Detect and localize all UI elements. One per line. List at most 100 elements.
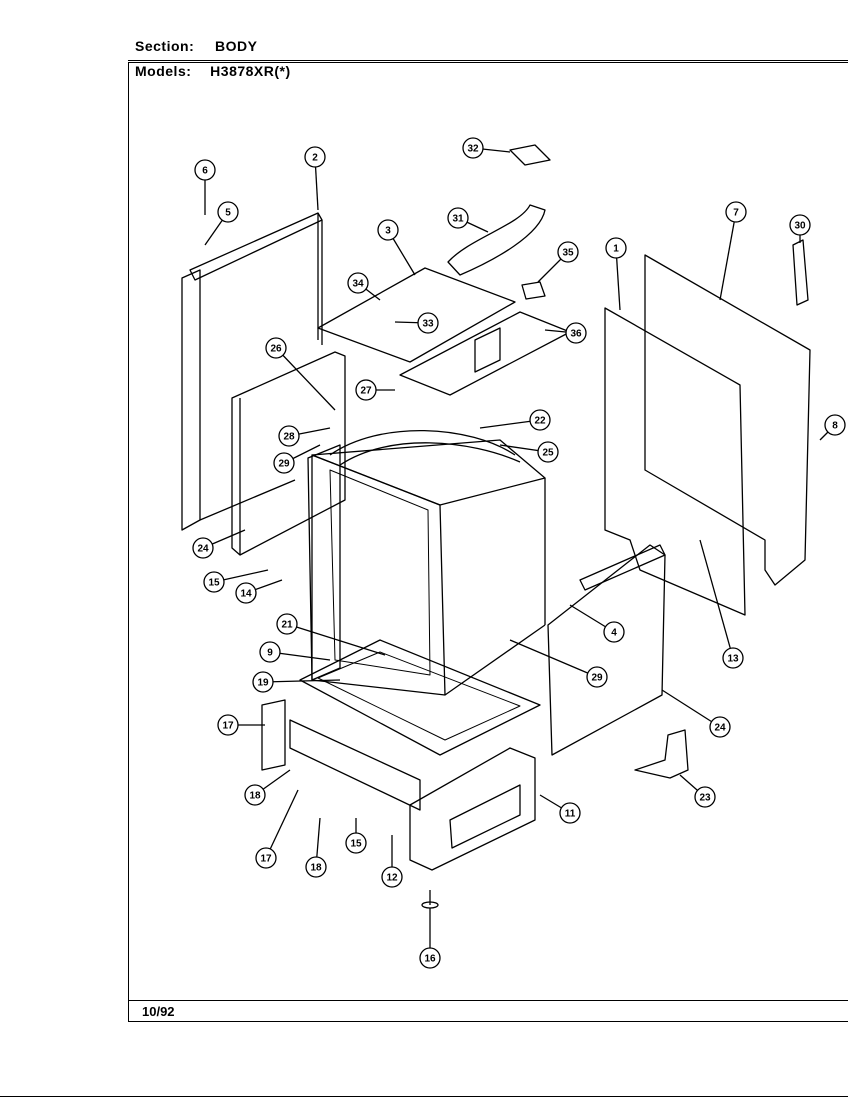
callout-circle — [565, 322, 587, 344]
callout-17-2: 17 — [255, 789, 299, 869]
callout-circle — [217, 201, 239, 223]
callout-label: 24 — [197, 544, 209, 555]
leader-line — [699, 539, 734, 659]
callout-1: 1 — [605, 237, 627, 311]
callout-label: 32 — [467, 144, 479, 155]
diagram-frame — [128, 62, 848, 1022]
callout-circle — [537, 441, 559, 463]
callout-label: 24 — [714, 723, 726, 734]
part-bottom-pan — [299, 639, 541, 756]
callout-9: 9 — [259, 641, 331, 663]
callout-label: 16 — [424, 954, 436, 965]
callout-circle — [694, 786, 716, 808]
callout-circle — [417, 312, 439, 334]
callout-label: 8 — [832, 421, 838, 432]
callout-3: 3 — [377, 219, 416, 276]
callout-circle — [347, 272, 369, 294]
callout-circle — [603, 621, 625, 643]
callout-label: 19 — [257, 678, 269, 689]
callout-31: 31 — [447, 207, 489, 233]
callout-circle — [559, 802, 581, 824]
callout-label: 23 — [699, 793, 711, 804]
callout-label: 7 — [733, 208, 739, 219]
callout-label: 18 — [310, 863, 322, 874]
callout-label: 22 — [534, 416, 546, 427]
callout-label: 18 — [249, 791, 261, 802]
callout-label: 17 — [260, 854, 272, 865]
callout-26: 26 — [265, 337, 336, 411]
callout-label: 9 — [267, 648, 273, 659]
callout-circle — [586, 666, 608, 688]
callout-circle — [273, 452, 295, 474]
callout-23: 23 — [679, 774, 716, 808]
callout-11: 11 — [539, 794, 581, 824]
callout-label: 29 — [591, 673, 603, 684]
section-label: Section: — [135, 38, 195, 54]
callout-circle — [265, 337, 287, 359]
callout-21: 21 — [276, 613, 386, 656]
leader-line — [275, 347, 336, 411]
callout-24: 24 — [661, 689, 731, 738]
callout-circle — [345, 832, 367, 854]
callout-label: 21 — [281, 620, 293, 631]
callout-32: 32 — [462, 137, 511, 159]
callout-24-2: 24 — [192, 529, 246, 559]
callout-label: 5 — [225, 208, 231, 219]
callout-12: 12 — [381, 835, 403, 888]
callout-label: 2 — [312, 153, 318, 164]
callout-circle — [278, 425, 300, 447]
callout-circle — [194, 159, 216, 181]
footer-date: 10/92 — [142, 1004, 175, 1019]
models-label: Models: — [135, 63, 192, 79]
part-rear-panels — [604, 254, 811, 616]
callout-circle — [244, 784, 266, 806]
part-oven-cavity — [307, 429, 546, 696]
callout-28: 28 — [278, 425, 331, 447]
footer-rule — [128, 1000, 848, 1001]
part-23 — [634, 729, 689, 779]
callout-label: 35 — [562, 248, 574, 259]
part-duct — [447, 144, 551, 300]
callout-35: 35 — [537, 241, 579, 283]
callout-label: 33 — [422, 319, 434, 330]
callout-circle — [419, 947, 441, 969]
callout-label: 27 — [360, 386, 372, 397]
callout-circle — [255, 847, 277, 869]
callout-circle — [725, 201, 747, 223]
section-value: BODY — [215, 38, 258, 54]
callout-label: 1 — [613, 244, 619, 255]
callout-19: 19 — [252, 671, 341, 693]
callout-label: 12 — [386, 873, 398, 884]
leader-line — [719, 211, 737, 301]
callout-circle — [462, 137, 484, 159]
callout-circle — [605, 237, 627, 259]
callout-label: 15 — [208, 578, 220, 589]
leader-line — [661, 689, 721, 728]
callout-16: 16 — [419, 908, 441, 969]
callout-circle — [557, 241, 579, 263]
callout-circle — [789, 214, 811, 236]
callout-15: 15 — [203, 569, 269, 593]
callout-27: 27 — [355, 379, 395, 401]
callout-17: 17 — [217, 714, 265, 736]
callout-label: 11 — [565, 809, 576, 820]
callout-label: 13 — [727, 654, 739, 665]
callout-circle — [824, 414, 846, 436]
callout-4: 4 — [569, 604, 625, 643]
callout-14: 14 — [235, 579, 283, 604]
callout-circle — [305, 856, 327, 878]
part-side-trim — [181, 212, 323, 531]
leader-line — [265, 789, 299, 859]
callout-label: 14 — [240, 589, 252, 600]
callout-label: 25 — [542, 448, 554, 459]
callout-circle — [304, 146, 326, 168]
callout-label: 29 — [278, 459, 290, 470]
leader-line — [509, 639, 598, 678]
models-value: H3878XR(*) — [210, 63, 291, 79]
callout-18-2: 18 — [305, 817, 327, 878]
callout-7: 7 — [719, 201, 747, 301]
callout-33: 33 — [394, 312, 439, 334]
part-bracket — [261, 699, 286, 771]
part-kick-plate — [289, 719, 536, 871]
